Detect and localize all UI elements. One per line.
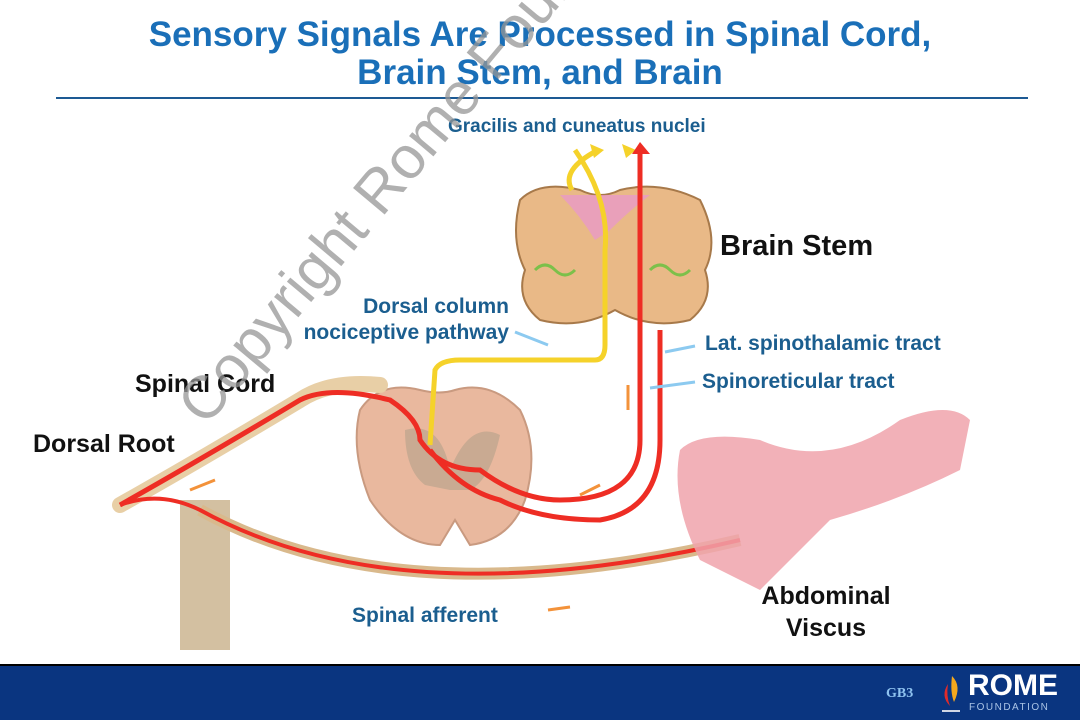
olive-right xyxy=(648,263,692,277)
flame-logo-icon xyxy=(942,676,960,712)
title-line-1: Sensory Signals Are Processed in Spinal … xyxy=(148,15,932,54)
label-brain-stem: Brain Stem xyxy=(720,230,874,262)
anatomy-illustration xyxy=(112,142,970,650)
spinal-afferent-path xyxy=(119,496,741,576)
label-dorsal-column: Dorsal column nociceptive pathway xyxy=(276,294,509,346)
leader-lat-spinothalamic xyxy=(664,344,696,354)
arrowhead-yellow-1 xyxy=(590,144,604,158)
label-abdominal-line1: Abdominal xyxy=(761,582,891,610)
colon xyxy=(677,410,970,590)
label-lat-spinothalamic: Lat. spinothalamic tract xyxy=(705,332,941,355)
dorsal-column-path xyxy=(427,148,609,446)
flow-arrow xyxy=(189,478,216,492)
footer-band xyxy=(0,664,1080,720)
leader-spinoreticular xyxy=(649,380,696,390)
label-spinal-cord: Spinal Cord xyxy=(135,370,276,398)
flow-arrow xyxy=(579,483,601,497)
title-line-2: Brain Stem, and Brain xyxy=(357,53,723,92)
label-spinoreticular: Spinoreticular tract xyxy=(702,370,895,393)
arrowhead-yellow-2 xyxy=(622,144,636,158)
slide-title: Sensory Signals Are Processed in Spinal … xyxy=(0,16,1080,92)
label-abdominal-viscus: Abdominal Viscus xyxy=(750,580,902,644)
title-divider xyxy=(56,97,1028,99)
label-abdominal-line2: Viscus xyxy=(785,614,867,642)
label-dorsal-root: Dorsal Root xyxy=(33,430,175,458)
slide-code: GB3 xyxy=(886,686,914,701)
label-dorsal-column-line2: nociceptive pathway xyxy=(303,321,509,344)
label-gracilis: Gracilis and cuneatus nuclei xyxy=(448,116,706,137)
dorsal-column-branch xyxy=(566,147,600,192)
logo-subtitle: FOUNDATION xyxy=(969,702,1050,713)
spinoreticular-path xyxy=(428,330,663,523)
flow-arrow xyxy=(547,605,571,612)
lat-spinothalamic-path xyxy=(118,150,643,508)
logo-wordmark: ROME xyxy=(968,669,1058,702)
label-spinal-afferent: Spinal afferent xyxy=(352,604,498,627)
arrowhead-red xyxy=(632,142,650,154)
olive-left xyxy=(533,263,577,277)
leader-dorsal-column xyxy=(514,330,549,347)
label-dorsal-column-line1: Dorsal column xyxy=(363,295,509,318)
